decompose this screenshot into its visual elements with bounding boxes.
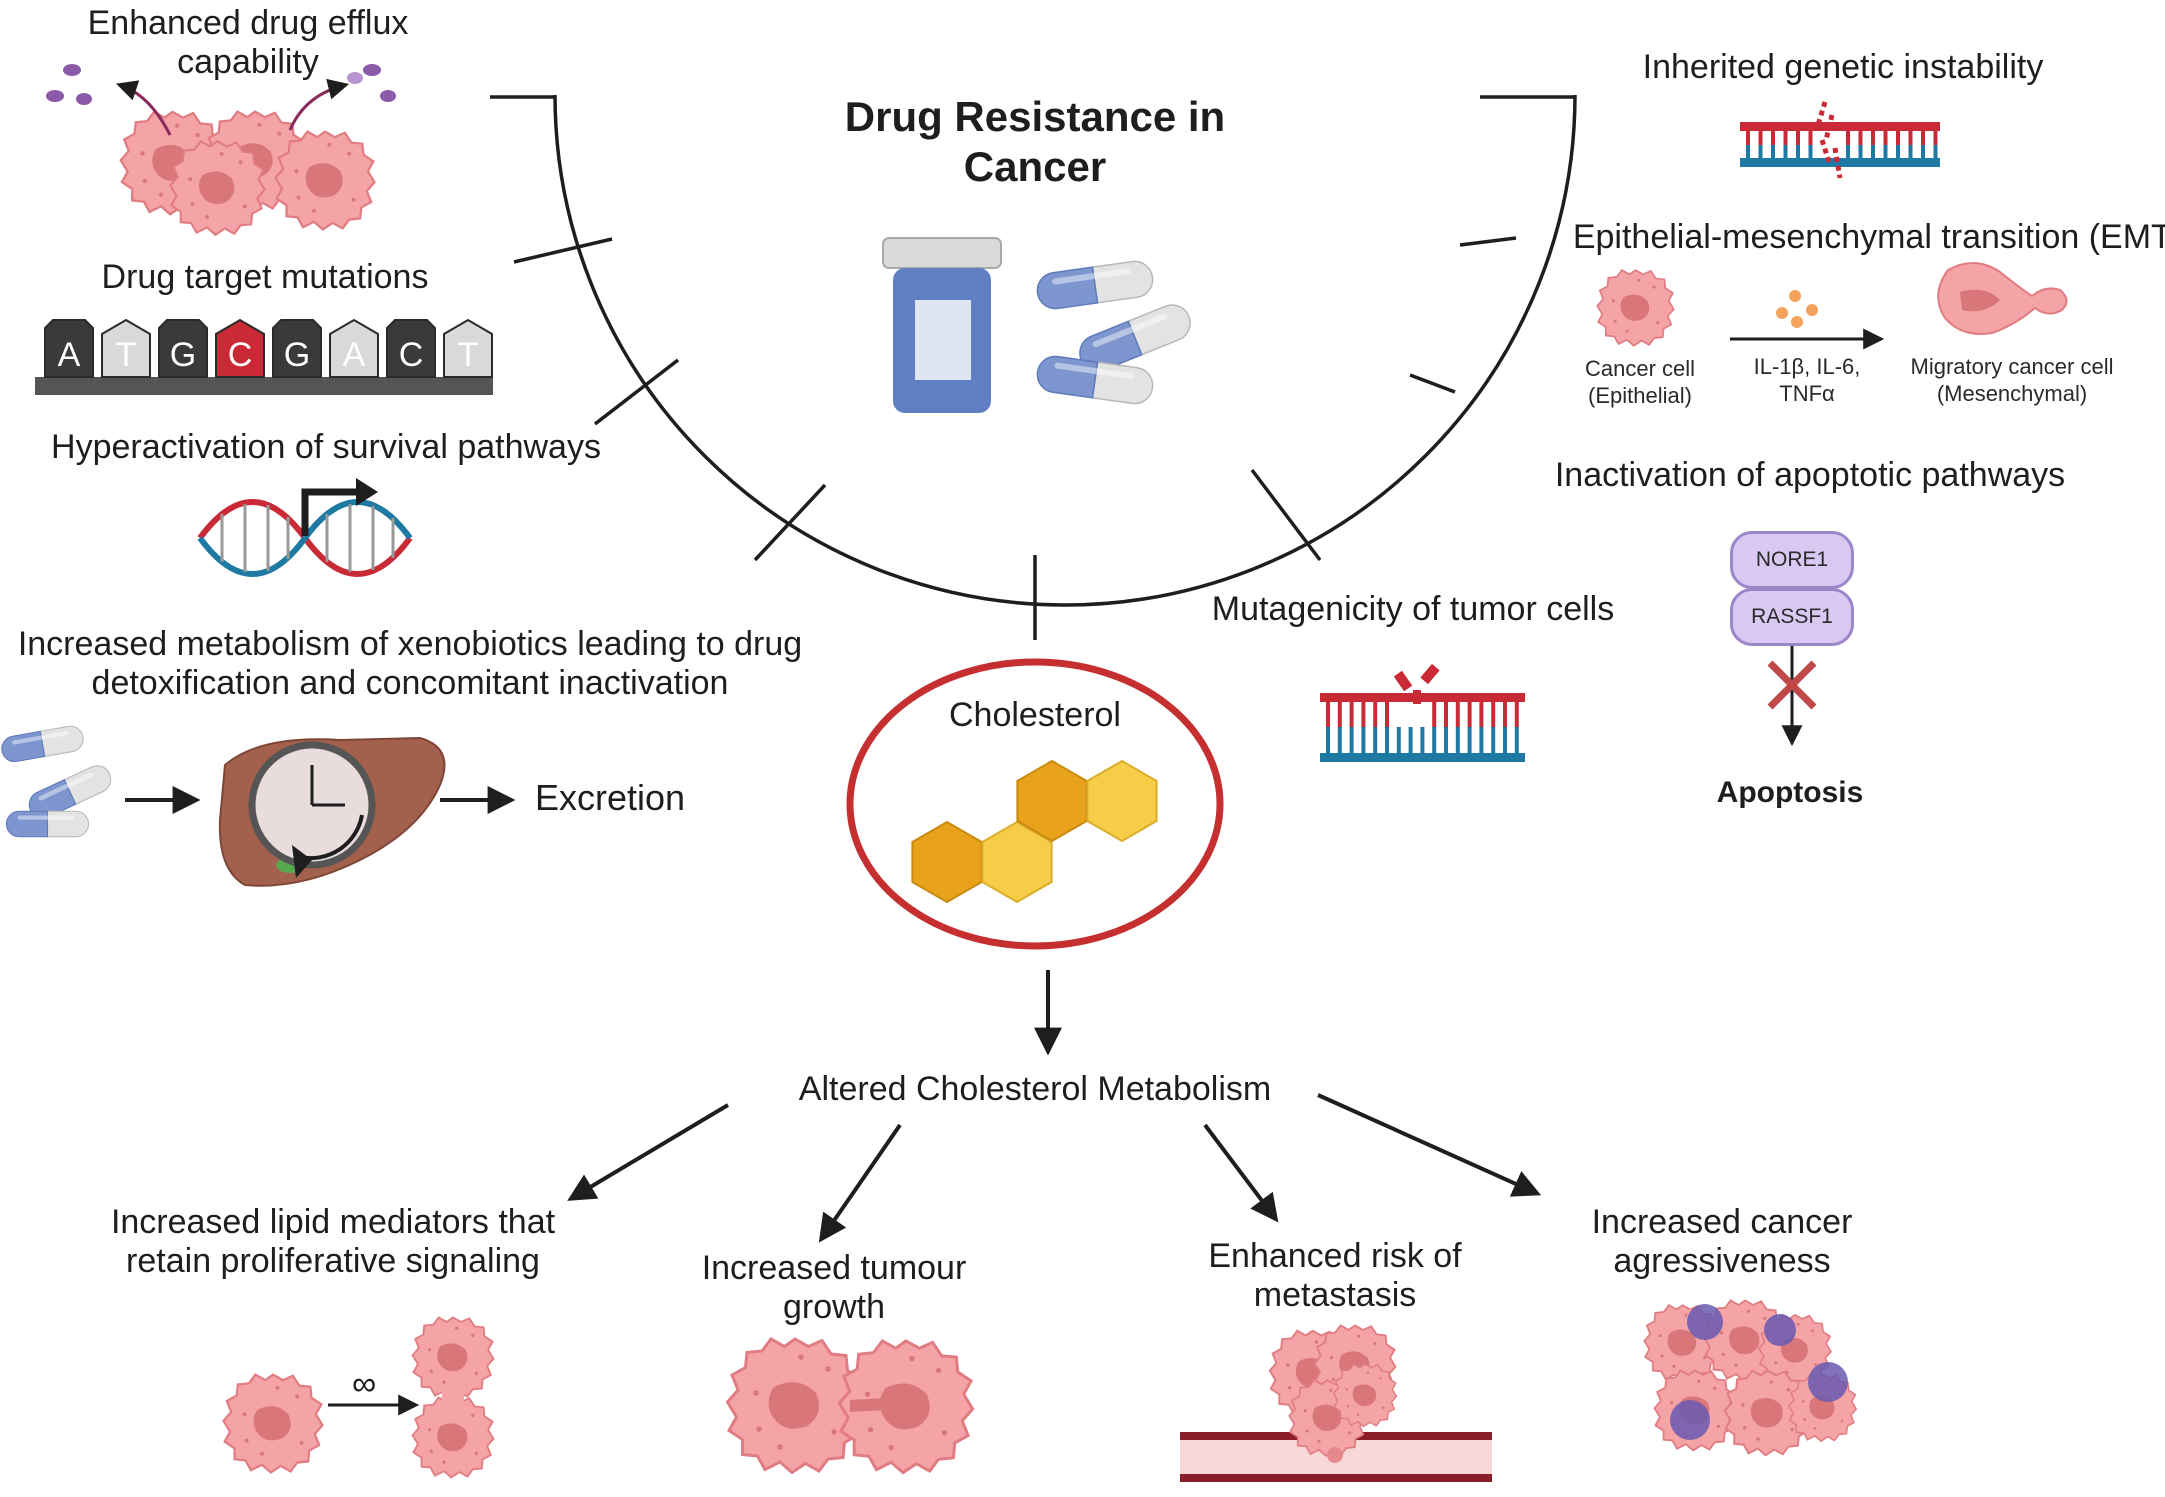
hexagon-ring [1086,759,1158,843]
dna-base-letter: A [58,336,81,374]
hexagon-ring [981,820,1053,904]
dna-base-letter: T [458,336,479,374]
label-apoptosis: Apoptosis [1716,776,1864,809]
pill-group-icon [0,723,116,838]
label-aggressiveness: Increased cancer agressiveness [1591,1203,1853,1280]
dna-base-tile: T [101,318,151,378]
apoptosis-block-icon [1767,640,1817,747]
label-cholesterol: Cholesterol [949,696,1121,734]
page-title: Drug Resistance in Cancer [844,93,1226,190]
hexagon-molecule-icon [911,759,1158,904]
dna-base-letter: C [228,336,253,374]
dna-base-tile: A [329,318,379,378]
label-xenobiotic-metabolism: Increased metabolism of xenobiotics lead… [17,625,803,702]
label-infinity: ∞ [352,1365,377,1403]
label-metastasis: Enhanced risk of metastasis [1208,1237,1462,1314]
label-survival-pathways: Hyperactivation of survival pathways [51,428,601,466]
label-apoptotic-pathways: Inactivation of apoptotic pathways [1554,456,2066,494]
label-emt-mesenchymal: Migratory cancer cell (Mesenchymal) [1910,354,2114,406]
label-emt-epithelial: Cancer cell (Epithelial) [1584,356,1696,408]
dna-base-letter: A [343,336,366,374]
protein-nore1: NORE1 [1730,531,1854,589]
protein-rassf1: RASSF1 [1730,588,1854,646]
dna-mutagenicity-icon [1320,663,1525,762]
blood-vessel-icon [1180,1324,1492,1482]
dna-base-tile: G [158,319,208,378]
clock-icon [248,741,376,878]
lipid-division-icon [222,1316,495,1479]
label-target-mutations: Drug target mutations [101,258,429,296]
dna-base-tile: G [272,319,322,378]
efflux-cells-icon [46,64,396,236]
label-emt-cytokines: IL-1β, IL-6, TNFα [1753,354,1861,406]
dna-base-letter: G [284,336,310,374]
emt-icon [1596,262,2068,350]
dna-base-tile: A [44,319,94,378]
aggressiveness-icon [1643,1299,1857,1457]
dna-helix-icon [197,478,413,577]
dna-base-letter: G [170,336,196,374]
outcome-arrows [567,1093,1542,1243]
central-arc [490,94,1577,640]
dna-base-letter: T [116,336,137,374]
medicine-bottle-icon [882,237,1002,413]
label-lipid-mediators: Increased lipid mediators that retain pr… [110,1203,556,1280]
label-efflux: Enhanced drug efflux capability [87,4,409,81]
dna-base-tile: C [215,318,265,378]
dna-instability-icon [1740,101,1940,179]
dna-base-letter: C [399,336,424,374]
label-genetic-instability: Inherited genetic instability [1642,48,2044,86]
tumour-growth-icon [726,1337,975,1475]
label-emt: Epithelial-mesenchymal transition (EMT) [1572,218,2165,256]
label-altered-metabolism: Altered Cholesterol Metabolism [798,1070,1272,1108]
label-excretion: Excretion [535,777,686,818]
label-mutagenicity: Mutagenicity of tumor cells [1211,590,1615,628]
label-tumour-growth: Increased tumour growth [701,1249,967,1326]
dna-base-tile: T [443,318,493,378]
dna-base-tile: C [386,319,436,378]
pill-capsule-icon [1034,258,1197,407]
